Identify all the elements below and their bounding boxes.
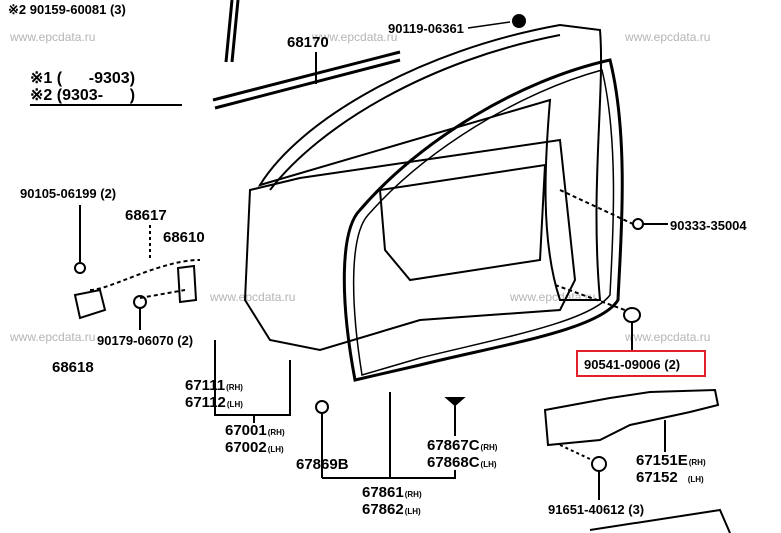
part-number: 67862 <box>362 501 404 518</box>
legend-note1-range: ( -9303) <box>56 70 136 87</box>
legend-note2-range: (9303- ) <box>56 87 136 104</box>
part-number: 67868C <box>427 454 480 471</box>
callout-67867C[interactable]: 67867C(RH) <box>427 437 497 456</box>
part-number: 67001 <box>225 422 267 439</box>
callout-90119-06361[interactable]: 90119-06361 <box>388 21 464 36</box>
callout-67151E[interactable]: 67151E(RH) <box>636 452 706 471</box>
callout-67112[interactable]: 67112(LH) <box>185 394 243 413</box>
highlight-box <box>576 350 706 377</box>
callout-67111[interactable]: 67111(RH) <box>185 377 243 396</box>
watermark: www.epcdata.ru <box>625 30 711 44</box>
callout-68170[interactable]: 68170 <box>287 34 329 51</box>
callout-90333-35004[interactable]: 90333-35004 <box>670 218 747 233</box>
side-tag: (RH) <box>404 490 422 499</box>
side-tag: (LH) <box>480 460 497 469</box>
callout-67861[interactable]: 67861(RH) <box>362 484 422 503</box>
part-number: 67152 <box>636 469 678 486</box>
callout-90105-06199[interactable]: 90105-06199 (2) <box>20 186 117 201</box>
side-tag: (RH) <box>267 428 285 437</box>
legend-box: ※1 ( -9303) ※2 (9303- ) <box>30 70 182 106</box>
side-tag: (LH) <box>687 475 704 484</box>
callout-90179-06070[interactable]: 90179-06070 (2) <box>97 333 194 348</box>
side-tag: (RH) <box>226 383 243 392</box>
part-number: 67861 <box>362 484 404 501</box>
callout-67869B[interactable]: 67869B <box>296 456 349 473</box>
side-tag: (RH) <box>480 443 498 452</box>
watermark: www.epcdata.ru <box>10 330 96 344</box>
part-number: 67867C <box>427 437 480 454</box>
part-number: 67111 <box>185 377 226 394</box>
legend-note2-mark: ※2 <box>30 87 53 104</box>
callout-67152[interactable]: 67152 (LH) <box>636 469 704 488</box>
callout-67862[interactable]: 67862(LH) <box>362 501 421 520</box>
callout-90159-60081[interactable]: ※2 90159-60081 (3) <box>8 2 126 17</box>
side-tag: (LH) <box>267 445 284 454</box>
callout-68610[interactable]: 68610 <box>163 229 205 246</box>
legend-note1-mark: ※1 <box>30 70 53 87</box>
side-tag: (LH) <box>404 507 421 516</box>
watermark: www.epcdata.ru <box>312 30 398 44</box>
side-tag: (LH) <box>226 400 243 409</box>
callout-67868C[interactable]: 67868C(LH) <box>427 454 497 473</box>
watermark: www.epcdata.ru <box>10 30 96 44</box>
callout-90541-09006[interactable]: 90541-09006 (2) <box>584 357 681 372</box>
callout-91651-40612[interactable]: 91651-40612 (3) <box>548 502 645 517</box>
part-number: 67151E <box>636 452 688 469</box>
callout-68618[interactable]: 68618 <box>52 359 94 376</box>
part-number: 67112 <box>185 394 226 411</box>
callout-68617[interactable]: 68617 <box>125 207 167 224</box>
callout-67001[interactable]: 67001(RH) <box>225 422 285 441</box>
part-number: 67002 <box>225 439 267 456</box>
watermark: www.epcdata.ru <box>210 290 296 304</box>
watermark: www.epcdata.ru <box>625 330 711 344</box>
side-tag: (RH) <box>688 458 706 467</box>
callout-67002[interactable]: 67002(LH) <box>225 439 284 458</box>
